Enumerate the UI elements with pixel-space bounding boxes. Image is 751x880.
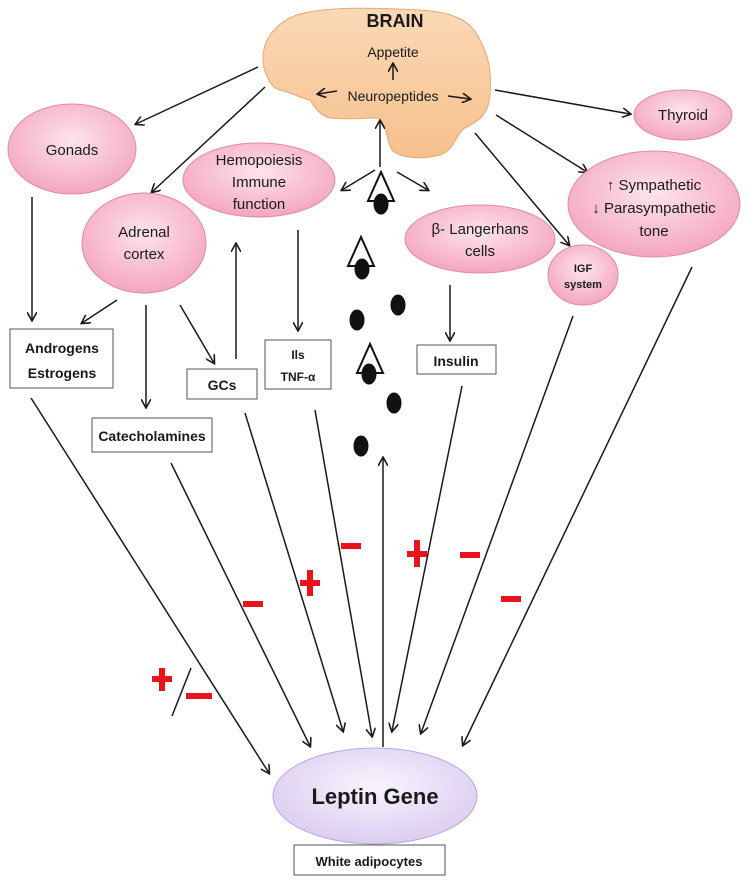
hemopoiesis-label-3: function [233,196,286,213]
sign-plus-insulin [407,540,427,567]
sign-minus-igf [460,552,480,558]
brain: BRAIN Appetite Neuropeptides [262,7,491,159]
arrow-neuropeptides-left [318,91,338,94]
thyroid-label: Thyroid [658,107,708,124]
arrow-catecholamines-leptin [170,462,310,746]
box-gcs: GCs [186,368,258,400]
sign-minus-catecholamines [243,601,263,607]
arrow-branch-langerhans [396,171,428,190]
arrow-ils-leptin [314,409,372,736]
arrow-autonomic-leptin [463,266,693,745]
arrow-sex-steroids-leptin [30,397,269,773]
gonads-label: Gonads [46,142,99,159]
box-catecholamines: Catecholamines [91,417,213,453]
leptin-dot [349,309,365,331]
node-adrenal-cortex: Adrenal cortex [81,192,207,294]
leptin-gene-label: Leptin Gene [311,784,438,809]
triangle-dot-symbol [346,234,376,280]
autonomic-label-3: tone [639,223,668,240]
arrow-adrenal-sex-steroids [82,299,118,323]
brain-title: BRAIN [367,11,424,31]
arrow-neuropeptides-right [447,96,470,99]
box-sex-steroids: Androgens Estrogens [9,328,114,389]
hemopoiesis-label-2: Immune [232,174,286,191]
white-adipocytes-label: White adipocytes [316,854,423,869]
arrow-brain-autonomic [495,114,587,172]
leptin-dot [386,392,402,414]
ils-label: Ils [291,348,305,362]
sign-plus-gcs [300,570,320,596]
node-autonomic-tone: ↑ Sympathetic ↓ Parasympathetic tone [567,150,741,258]
langerhans-label-2: cells [465,243,495,260]
effect-signs [152,540,521,717]
node-hemopoiesis: Hemopoiesis Immune function [182,142,336,218]
estrogens-label: Estrogens [28,365,97,381]
sign-plus-minus-sex-steroids [152,667,212,717]
brain-shape [262,7,491,159]
insulin-label: Insulin [433,353,478,369]
arrow-igf-leptin [421,315,574,733]
triangle-dot-symbol [366,169,396,215]
node-igf-system: IGF system [547,244,619,306]
box-ils-tnf: Ils TNF-α [264,339,332,390]
arrow-brain-thyroid [494,89,630,114]
arrow-branch-hemopoiesis [342,169,376,190]
sign-minus-autonomic [501,596,521,602]
autonomic-label-1: ↑ Sympathetic [607,177,702,194]
leptin-dot [353,435,369,457]
langerhans-label-1: β- Langerhans [431,221,528,238]
gcs-label: GCs [208,377,237,393]
tnf-alpha-label: TNF-α [281,370,316,384]
arrow-brain-igf [474,132,569,245]
arrow-gcs-leptin [244,412,343,731]
arrow-insulin-leptin [392,385,463,731]
box-white-adipocytes: White adipocytes [293,844,446,876]
leptin-dot [390,294,406,316]
triangle-dot-symbol [355,341,385,385]
catecholamines-label: Catecholamines [98,428,206,444]
leptin-gene-node: Leptin Gene [272,747,478,845]
arrow-brain-gonads [136,66,259,124]
adrenal-label-1: Adrenal [118,224,170,241]
appetite-label: Appetite [367,44,419,60]
leptin-symbols [346,169,406,457]
adrenal-label-2: cortex [124,246,165,263]
arrow-brain-adrenal [152,86,266,192]
igf-label-2: system [564,279,602,291]
node-langerhans: β- Langerhans cells [404,204,556,274]
node-gonads: Gonads [7,103,137,195]
igf-label-1: IGF [574,263,593,275]
box-insulin: Insulin [416,344,497,375]
arrow-adrenal-gcs [179,304,214,363]
neuropeptides-label: Neuropeptides [347,88,438,104]
sign-minus-ils [341,543,361,549]
node-thyroid: Thyroid [633,89,733,141]
autonomic-label-2: ↓ Parasympathetic [592,200,716,217]
hemopoiesis-label-1: Hemopoiesis [216,152,303,169]
androgens-label: Androgens [25,340,99,356]
